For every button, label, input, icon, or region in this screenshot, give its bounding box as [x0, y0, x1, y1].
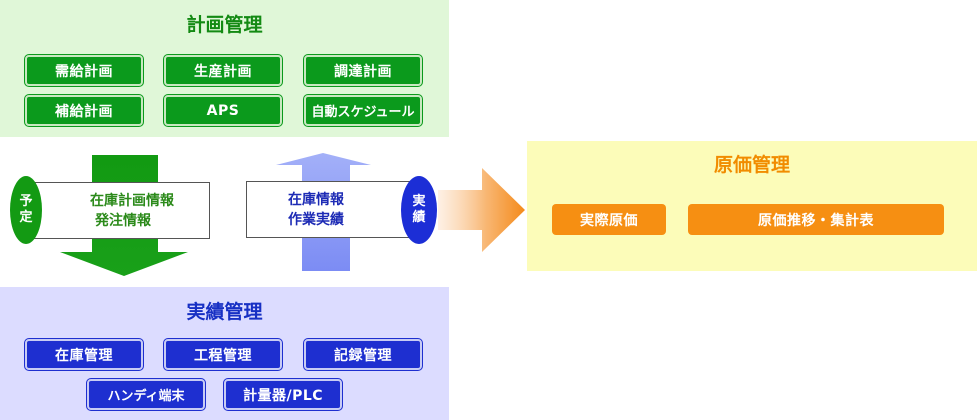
handy-terminal-button[interactable]: ハンディ端末 [87, 379, 205, 410]
plan-management-title: 計画管理 [186, 14, 263, 36]
process-management-button[interactable]: 工程管理 [164, 339, 282, 370]
record-management-button[interactable]: 記録管理 [304, 339, 422, 370]
cost-trend-summary-button[interactable]: 原価推移・集計表 [688, 204, 944, 235]
replenishment-plan-button[interactable]: 補給計画 [25, 95, 143, 126]
work-results-text: 作業実績 [288, 211, 344, 228]
aps-button[interactable]: APS [164, 95, 282, 126]
order-info-text: 発注情報 [95, 212, 151, 229]
scale-plc-button[interactable]: 計量器/PLC [224, 379, 342, 410]
production-plan-button[interactable]: 生産計画 [164, 55, 282, 86]
planned-badge-char2: 定 [19, 210, 33, 225]
actual-cost-button[interactable]: 実際原価 [552, 204, 666, 235]
demand-supply-plan-button[interactable]: 需給計画 [25, 55, 143, 86]
planned-badge: 予 定 [10, 176, 42, 244]
right-arrow-orange [438, 168, 525, 252]
cost-management-panel: 原価管理 実際原価 原価推移・集計表 [527, 141, 977, 271]
procurement-plan-button[interactable]: 調達計画 [304, 55, 422, 86]
actual-badge: 実 績 [401, 176, 437, 244]
inventory-management-button[interactable]: 在庫管理 [25, 339, 143, 370]
auto-schedule-button[interactable]: 自動スケジュール [304, 95, 422, 126]
actual-badge-char1: 実 [412, 194, 426, 209]
inventory-plan-info-text: 在庫計画情報 [90, 192, 174, 209]
plan-management-panel: 計画管理 需給計画 生産計画 調達計画 補給計画 APS 自動スケジュール [0, 0, 449, 137]
actual-info-box: 在庫情報 作業実績 [246, 181, 418, 238]
actual-management-title: 実績管理 [186, 301, 263, 323]
cost-management-title: 原価管理 [713, 154, 790, 176]
planned-info-box: 在庫計画情報 発注情報 [34, 182, 210, 239]
planned-badge-char1: 予 [19, 194, 33, 209]
actual-management-panel: 実績管理 在庫管理 工程管理 記録管理 ハンディ端末 計量器/PLC [0, 287, 449, 420]
actual-badge-char2: 績 [412, 210, 426, 225]
inventory-info-text: 在庫情報 [288, 191, 344, 208]
